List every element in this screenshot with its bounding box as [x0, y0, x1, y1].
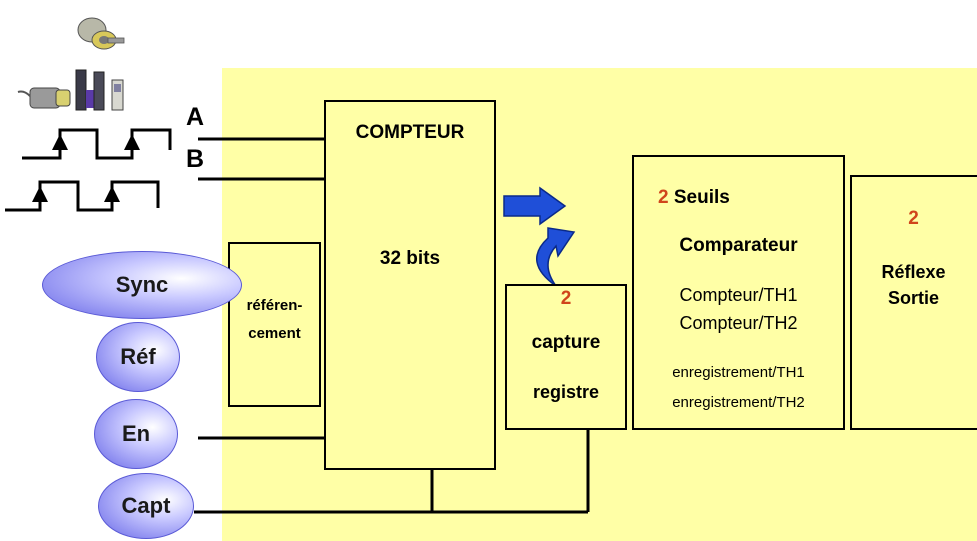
- comparator-count: 2 Seuils: [658, 187, 730, 209]
- comparator-item-2: Compteur/TH2: [679, 313, 798, 333]
- input-b-label: B: [186, 145, 205, 173]
- edge-arrows: [32, 134, 140, 202]
- counter-block: [324, 100, 496, 470]
- reflex-line1: Réflexe: [881, 262, 946, 282]
- input-a-label: A: [186, 103, 205, 131]
- encoder-icon: [77, 17, 125, 50]
- capture-line2: registre: [532, 382, 600, 402]
- pulse-train-b: [5, 180, 160, 212]
- proximity-sensor-icon: [17, 87, 71, 109]
- referencing-line1: référen-: [246, 297, 303, 314]
- referencing-block: [228, 242, 321, 407]
- pulse-train-a: [22, 128, 172, 160]
- counter-bits: 32 bits: [379, 248, 441, 269]
- capture-count: 2: [560, 288, 572, 309]
- comparator-item-4: enregistrement/TH2: [672, 394, 805, 411]
- comparator-title: Comparateur: [679, 235, 798, 256]
- right-arrow-icon: [503, 186, 567, 226]
- comparator-seuils: Seuils: [673, 187, 730, 208]
- capture-block: [505, 284, 627, 430]
- reflex-block: [850, 175, 977, 430]
- curved-arrow-icon: [535, 227, 576, 287]
- signal-sync: Sync: [42, 251, 242, 319]
- reflex-count: 2: [908, 208, 919, 229]
- reflex-line2: Sortie: [887, 288, 939, 308]
- photo-sensor-icon: [75, 69, 124, 111]
- capture-line1: capture: [531, 332, 601, 353]
- referencing-line2: cement: [248, 325, 301, 342]
- signal-en: En: [94, 399, 178, 469]
- signal-ref: Réf: [96, 322, 180, 392]
- comparator-item-1: Compteur/TH1: [679, 285, 798, 305]
- signal-capt: Capt: [98, 473, 194, 539]
- comparator-item-3: enregistrement/TH1: [672, 364, 805, 381]
- comparator-block: [632, 155, 845, 430]
- counter-title: COMPTEUR: [355, 122, 465, 143]
- comparator-count-number: 2: [658, 187, 669, 208]
